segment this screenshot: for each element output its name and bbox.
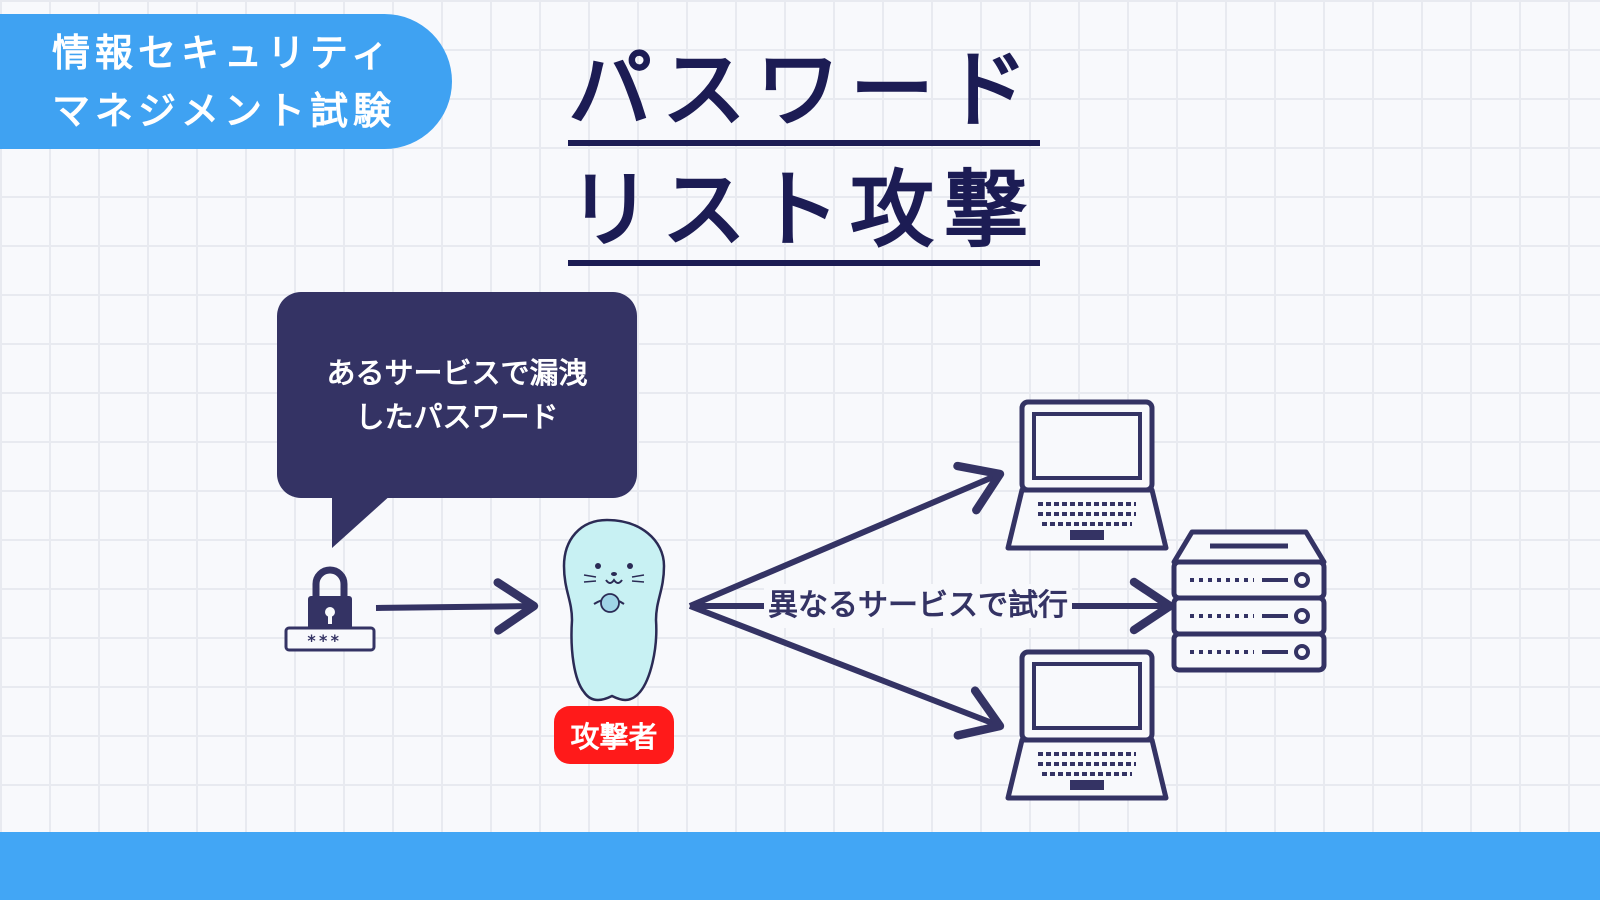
bubble-line-2: したパスワード [355, 400, 559, 434]
bubble-line-1: あるサービスで漏洩 [326, 356, 588, 390]
password-field-icon: ***_ [284, 626, 376, 652]
page-title-line-2: リスト攻撃 [568, 160, 1040, 266]
laptop-icon [1005, 649, 1169, 801]
speech-bubble: あるサービスで漏洩 したパスワード [277, 292, 637, 498]
seal-mascot-icon [562, 518, 666, 702]
laptop-icon [1005, 399, 1169, 551]
padlock-icon [308, 566, 352, 636]
arrow-to-laptop-top [688, 461, 1005, 609]
badge-line-1: 情報セキュリティ [52, 30, 394, 75]
page-title-line-1: パスワード [568, 40, 1040, 146]
speech-bubble-tail [332, 494, 392, 548]
server-icon [1171, 529, 1327, 673]
password-mask: ***_ [307, 631, 354, 650]
badge-line-2: マネジメント試験 [52, 88, 397, 133]
exam-badge: 情報セキュリティ マネジメント試験 [0, 14, 452, 149]
flow-label: 異なるサービスで試行 [764, 584, 1072, 628]
attacker-label: 攻撃者 [554, 706, 674, 764]
arrow-to-attacker [375, 578, 539, 635]
footer-bar [0, 832, 1600, 900]
arrow-to-laptop-bottom [688, 603, 1005, 740]
